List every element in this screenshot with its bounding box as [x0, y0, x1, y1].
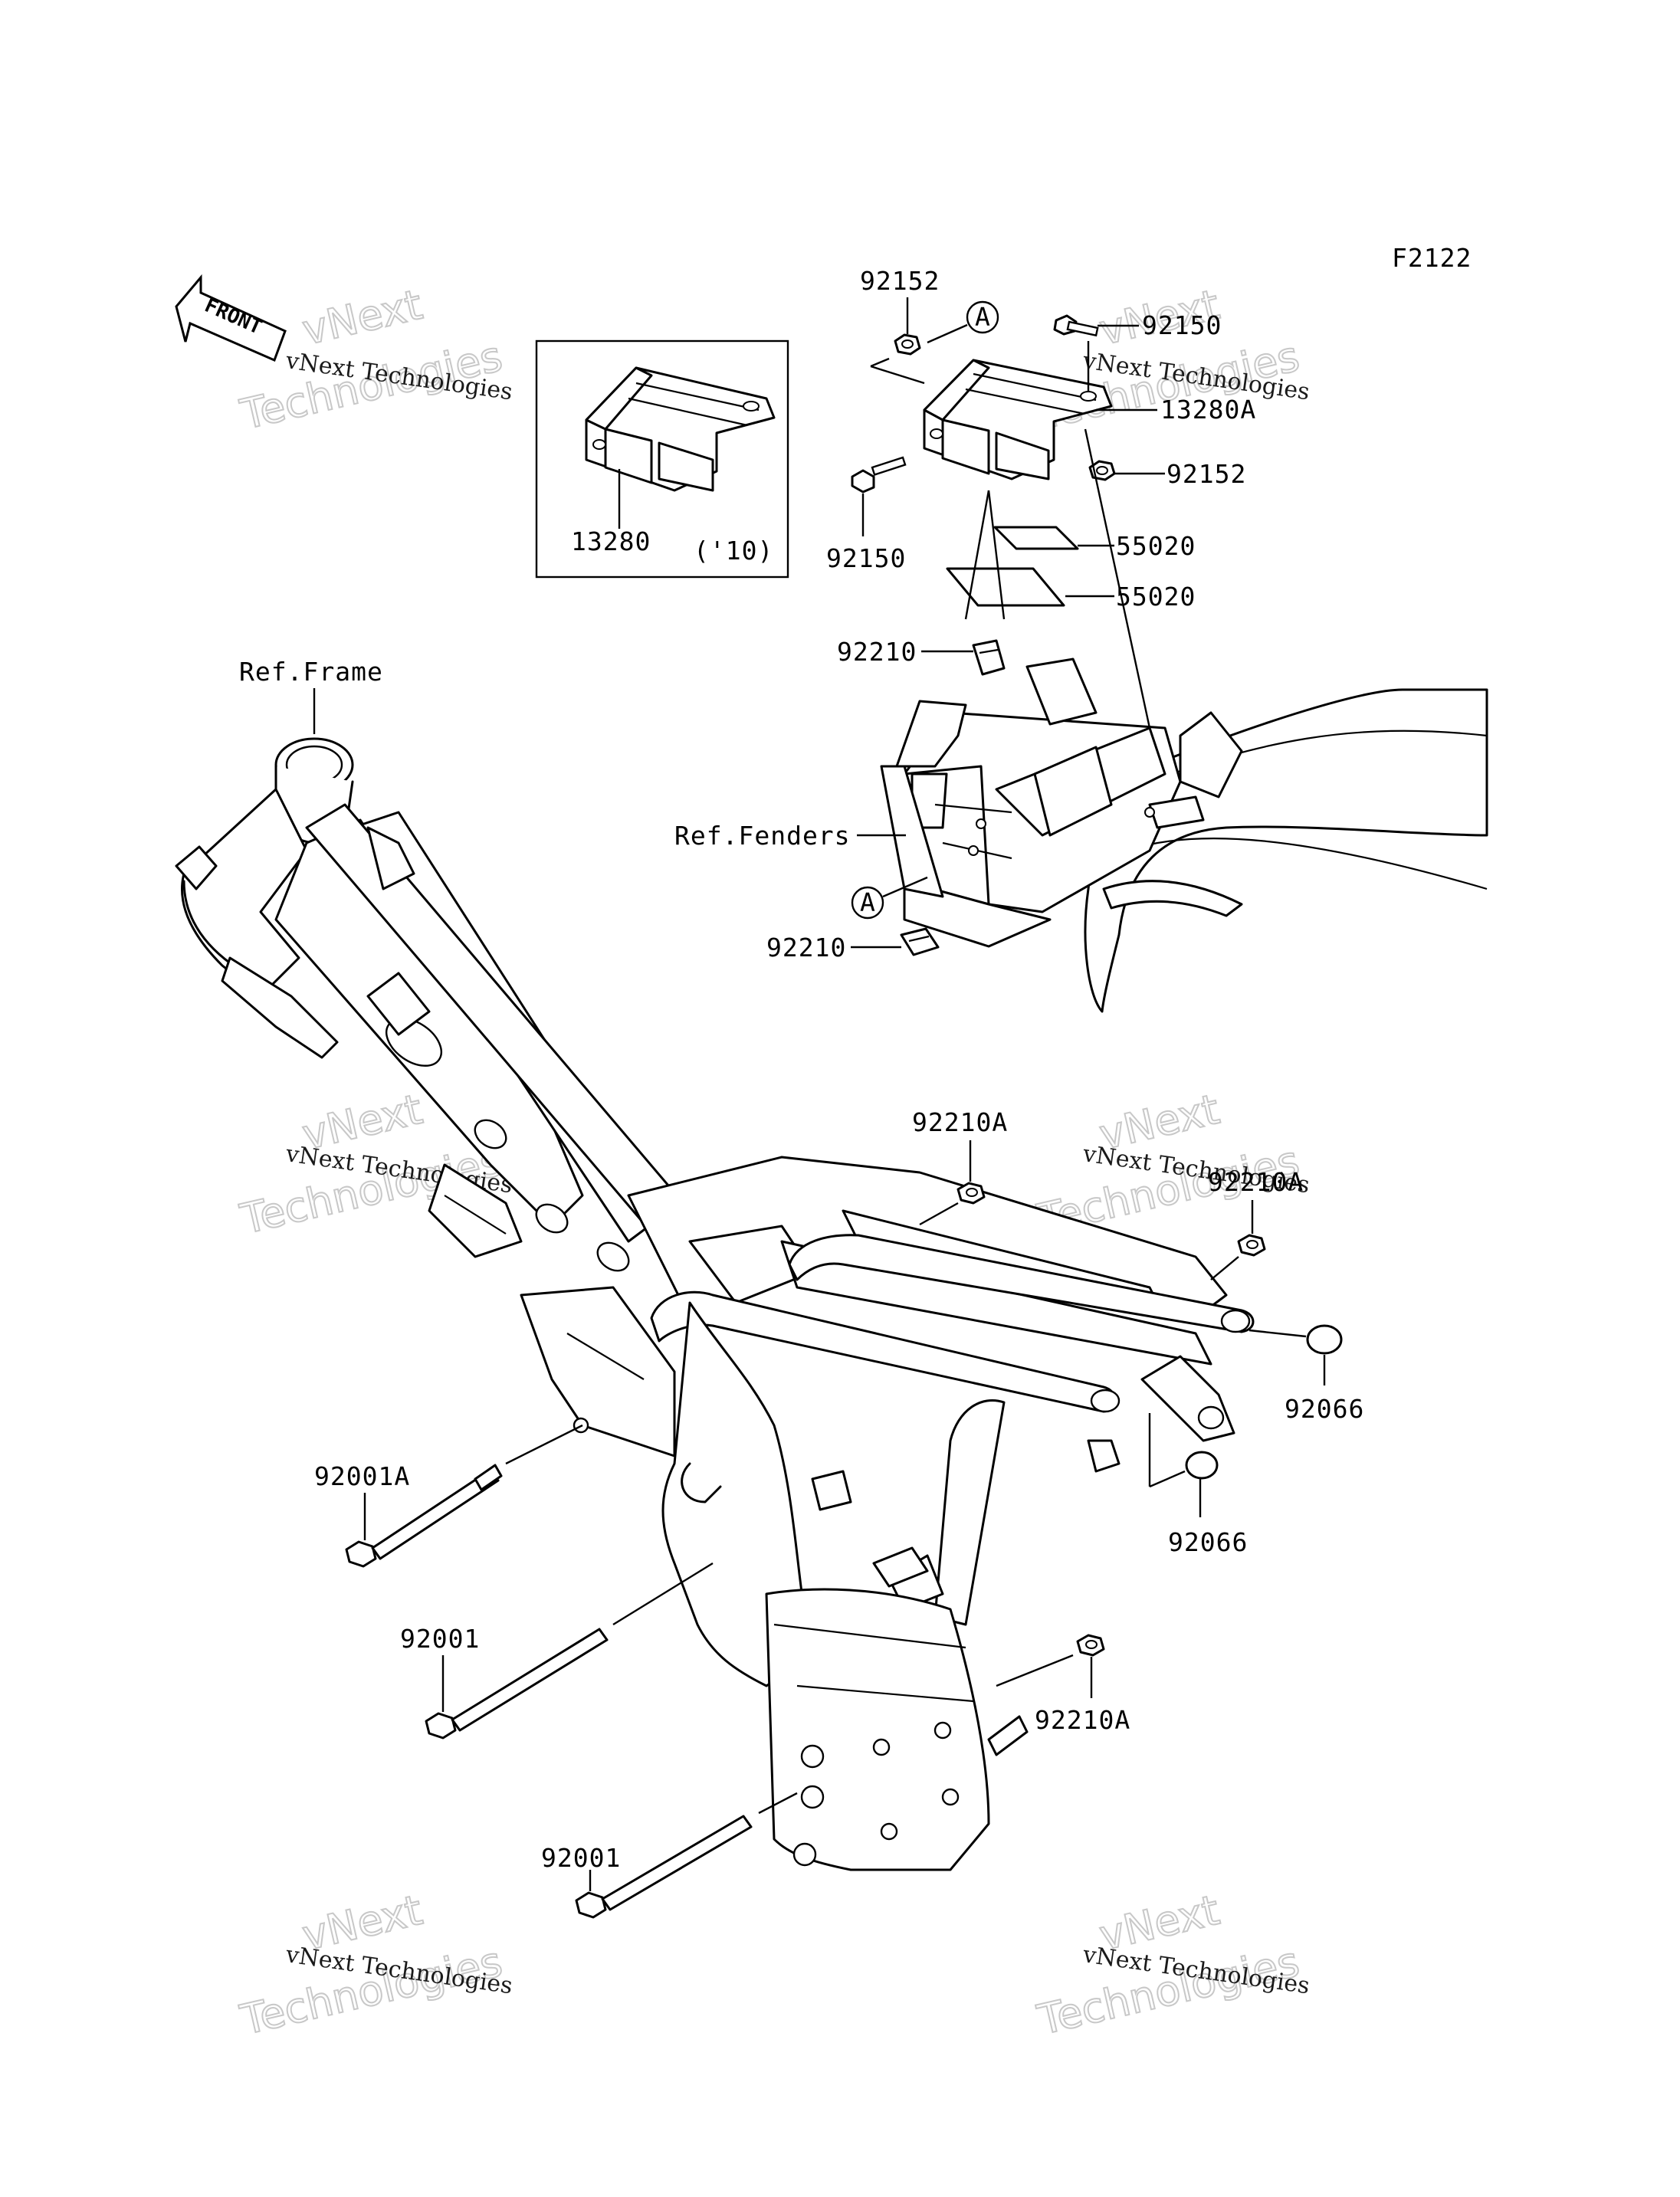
part-label-55020-a: 55020	[1116, 531, 1196, 561]
cap-92066-lower	[1185, 1451, 1219, 1480]
nut-92210a-lower	[1076, 1634, 1105, 1657]
label-55020-a	[993, 526, 1079, 550]
nut-92210a-top	[956, 1182, 986, 1205]
watermark-line1: vNext	[298, 280, 427, 355]
inset-frame	[535, 339, 789, 579]
part-label-92210a-top: 92210A	[912, 1107, 1008, 1137]
watermark: vNext Technologies vNext Technologies	[235, 1885, 514, 2045]
part-label-92066-lower: 92066	[1168, 1527, 1248, 1557]
relay-assembly: 92152 A 92150 13280A	[826, 266, 1256, 729]
part-label-92066-upper: 92066	[1285, 1394, 1364, 1424]
part-label-92150-left: 92150	[826, 543, 906, 573]
part-label-92152-mid: 92152	[1166, 459, 1246, 489]
callout-letter: A	[975, 302, 991, 332]
callout-letter: A	[860, 887, 876, 917]
nut-92152-top	[894, 333, 921, 356]
inset-13280: 13280 ('10)	[535, 339, 789, 579]
clip-92210-bottom	[900, 927, 940, 956]
front-arrow-icon: FRONT	[175, 274, 287, 362]
part-label-92001-lower: 92001	[541, 1843, 621, 1873]
part-label-92001a: 92001A	[314, 1461, 410, 1491]
part-label-92210a-right: 92210A	[1208, 1167, 1304, 1197]
bolt-92150-top	[1053, 314, 1099, 337]
fender-assembly	[880, 657, 1488, 1013]
clip-92210-top	[972, 639, 1006, 676]
ref-fenders-label: Ref.Fenders	[674, 821, 851, 851]
callout-a-lower: A	[851, 876, 928, 920]
label-55020-b	[946, 567, 1065, 607]
part-label-92210-bottom: 92210	[766, 933, 846, 962]
inset-note: ('10)	[694, 536, 773, 566]
bolt-92150-left	[851, 456, 907, 494]
callout-a-top: A	[927, 300, 999, 344]
nut-92210a-right	[1237, 1234, 1266, 1257]
ref-frame-label: Ref.Frame	[239, 657, 383, 687]
bolt-92001a	[345, 1464, 503, 1568]
bolt-92001-lower	[575, 1815, 753, 1919]
relay-bracket-13280	[585, 366, 776, 492]
watermark: vNext Technologies vNext Technologies	[1032, 1885, 1311, 2045]
relay-bracket-13280a	[923, 359, 1113, 480]
cap-92066-upper	[1306, 1324, 1343, 1355]
part-label-92150-top: 92150	[1142, 310, 1222, 340]
part-label-92210-top: 92210	[837, 637, 917, 667]
part-label-92001-middle: 92001	[400, 1624, 480, 1654]
part-label-92152-top: 92152	[860, 266, 940, 296]
part-label-13280: 13280	[571, 526, 651, 556]
main-frame	[175, 737, 1255, 1871]
diagram-code: F2122	[1392, 243, 1472, 273]
part-label-13280a: 13280A	[1160, 395, 1256, 425]
watermark: vNext Technologies vNext Technologies	[235, 280, 514, 440]
part-label-92210a-lower: 92210A	[1035, 1705, 1130, 1735]
part-label-55020-b: 55020	[1116, 582, 1196, 612]
bolt-92001-middle	[425, 1628, 609, 1740]
